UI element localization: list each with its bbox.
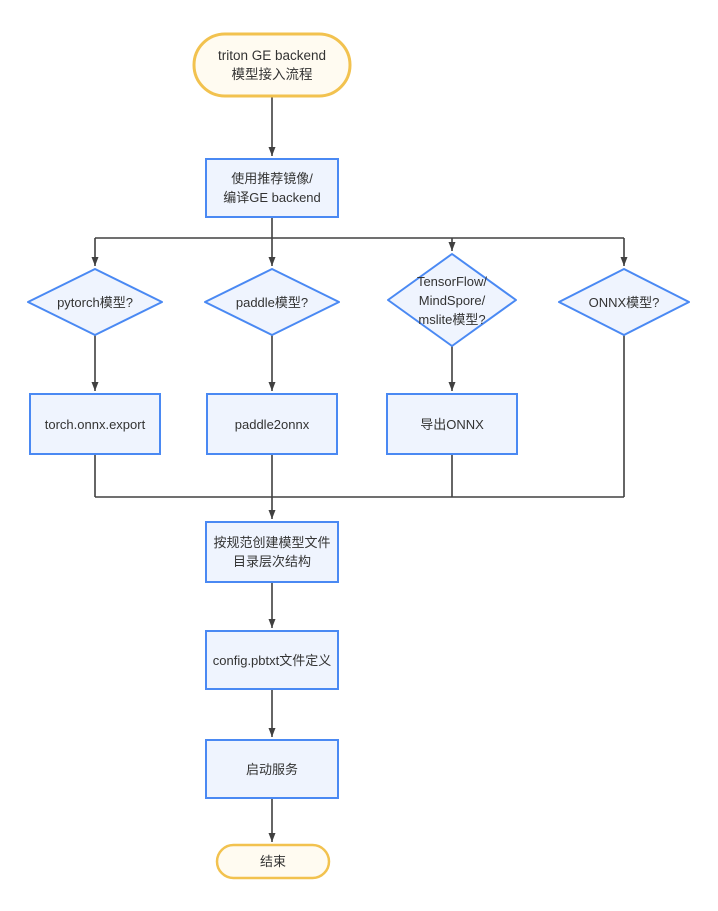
start-label-line1: triton GE backend [218,48,326,63]
node-prepare: 使用推荐镜像/ 编译GE backend [205,158,339,218]
node-start: triton GE backend 模型接入流程 [192,32,352,98]
config-pbtxt-label: config.pbtxt文件定义 [213,653,332,668]
node-config-pbtxt: config.pbtxt文件定义 [205,630,339,690]
node-create-model-dirs: 按规范创建模型文件 目录层次结构 [205,521,339,583]
node-decision-paddle: paddle模型? [204,268,340,336]
tensorflow-decision-label-line3: mslite模型? [418,312,485,327]
tensorflow-decision-shape [387,253,517,347]
paddle2onnx-process-shape [206,393,338,455]
torch-export-process-shape [29,393,161,455]
node-paddle2onnx: paddle2onnx [206,393,338,455]
node-decision-tensorflow: TensorFlow/ MindSpore/ mslite模型? [387,253,517,347]
torch-export-label: torch.onnx.export [45,417,146,432]
create-model-dirs-label-line1: 按规范创建模型文件 [213,535,330,550]
end-terminal-shape [215,843,331,880]
node-export-onnx: 导出ONNX [386,393,518,455]
prepare-label-line1: 使用推荐镜像/ [231,171,313,186]
onnx-decision-shape [558,268,690,336]
paddle-decision-label: paddle模型? [236,295,308,310]
start-service-label: 启动服务 [246,762,298,777]
paddle2onnx-label: paddle2onnx [235,417,310,432]
onnx-decision-label: ONNX模型? [589,295,660,310]
start-terminal-shape [192,32,352,98]
end-label: 结束 [260,854,286,869]
tensorflow-decision-label-line1: TensorFlow/ [417,274,487,289]
export-onnx-process-shape [386,393,518,455]
node-decision-onnx: ONNX模型? [558,268,690,336]
pytorch-decision-shape [27,268,163,336]
start-label-line2: 模型接入流程 [232,66,313,82]
paddle-decision-shape [204,268,340,336]
prepare-process-shape [205,158,339,218]
config-pbtxt-process-shape [205,630,339,690]
node-decision-pytorch: pytorch模型? [27,268,163,336]
pytorch-decision-label: pytorch模型? [57,295,133,310]
export-onnx-label: 导出ONNX [420,417,484,432]
node-torch-export: torch.onnx.export [29,393,161,455]
create-model-dirs-label-line2: 目录层次结构 [233,554,311,569]
node-end: 结束 [215,843,331,880]
tensorflow-decision-label-line2: MindSpore/ [419,293,486,308]
node-start-service: 启动服务 [205,739,339,799]
prepare-label-line2: 编译GE backend [223,190,321,205]
create-model-dirs-process-shape [205,521,339,583]
start-service-process-shape [205,739,339,799]
